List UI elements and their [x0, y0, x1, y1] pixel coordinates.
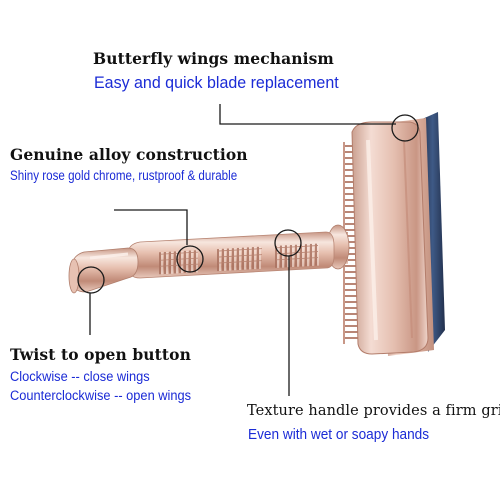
button-title: Twist to open button: [10, 345, 191, 364]
leader-alloy: [114, 209, 188, 245]
texture-subtitle: Even with wet or soapy hands: [248, 427, 430, 443]
highlight-circle-mechanism: [391, 114, 419, 142]
button-line-close: Clockwise -- close wings: [10, 369, 150, 384]
callout-leaders: [77, 104, 419, 396]
alloy-title: Genuine alloy construction: [10, 145, 248, 164]
mechanism-title: Butterfly wings mechanism: [93, 49, 334, 68]
razor-handle: [68, 224, 350, 294]
razor-twist-knob: [71, 247, 139, 293]
highlight-circle-texture: [274, 229, 302, 257]
highlight-circle-alloy: [176, 245, 204, 273]
highlight-circle-button: [77, 266, 105, 294]
mechanism-subtitle: Easy and quick blade replacement: [94, 74, 339, 92]
razor-head: [343, 112, 445, 356]
razor-butterfly-wing: [351, 121, 429, 355]
leader-mechanism: [219, 104, 396, 125]
texture-title: Texture handle provides a firm grip: [247, 403, 500, 419]
alloy-subtitle: Shiny rose gold chrome, rustproof & dura…: [10, 168, 238, 183]
button-line-open: Counterclockwise -- open wings: [10, 388, 192, 403]
